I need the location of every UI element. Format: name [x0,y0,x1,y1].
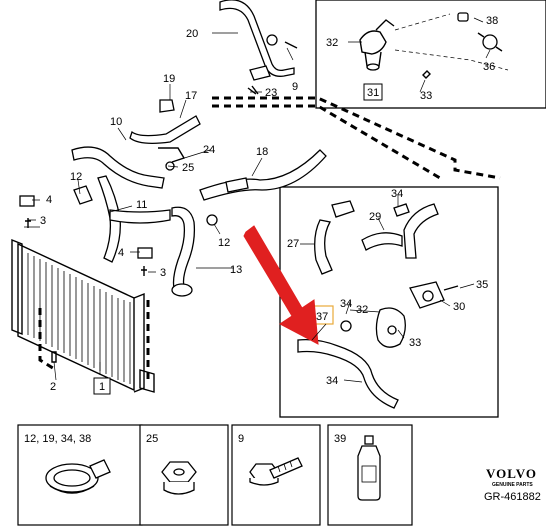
bolt-icon [249,457,303,486]
brand-tagline: GENUINE PARTS [492,482,533,488]
callout-38: 38 [486,15,498,27]
thermostat-housing-30 [409,281,459,309]
hose-11 [73,175,171,263]
callout-23: 23 [265,87,277,99]
callout-34-mid: 34 [340,298,352,310]
callout-20: 20 [186,28,198,40]
callout-1: 1 [99,381,105,393]
callout-35: 35 [476,279,488,291]
bracket-4-mid [137,247,153,276]
callout-3-top: 3 [40,215,46,227]
hose-18 [199,149,327,201]
callout-10: 10 [110,116,122,128]
legend-panel-nut-label: 25 [146,433,158,445]
callout-2: 2 [50,381,56,393]
callout-1-box [93,377,111,395]
hose-34-lower [297,320,399,409]
callout-27: 27 [287,238,299,250]
detail-box-top [315,0,546,109]
hose-27 [314,200,355,275]
callout-3-mid: 3 [160,267,166,279]
callout-31-box [363,83,383,101]
callout-30: 30 [453,301,465,313]
legend-panel-nut: 25 [139,424,229,526]
leader-lines [24,17,491,383]
callout-11: 11 [136,199,147,211]
callout-37: 37 [316,311,328,323]
volvo-logo: VOLVO GENUINE PARTS [486,466,537,488]
legend-panel-clamp: 12, 19, 34, 38 [17,424,143,526]
legend-panel-clamp-label: 12, 19, 34, 38 [24,433,91,445]
callout-4-mid: 4 [118,247,124,259]
red-arrow-indicator [243,225,319,345]
callout-32-top: 32 [326,37,338,49]
callout-9: 9 [292,81,298,93]
hose-13 [171,206,218,297]
legend-panel-bottle-label: 39 [334,433,346,445]
hose-10 [71,146,186,189]
callout-24: 24 [203,144,215,156]
hose-17 [129,99,201,144]
callout-31: 31 [367,87,379,99]
nut-icon [161,461,197,495]
callout-12-right: 12 [218,237,230,249]
callout-29: 29 [369,211,381,223]
callout-25: 25 [182,162,194,174]
callout-17: 17 [185,90,197,102]
callout-labels: 20 9 23 19 17 10 24 25 18 12 11 4 3 4 3 … [40,15,498,395]
legend-panel-bottle: 39 [327,424,413,526]
document-number: GR-461882 [484,491,541,503]
pin-2 [51,351,57,363]
callout-34-box-top: 34 [391,188,403,200]
callout-19: 19 [163,73,175,85]
coolant-bottle-icon [357,435,381,501]
hose-29 [361,203,439,259]
callout-12-left: 12 [70,171,82,183]
callout-13: 13 [230,264,242,276]
legend-panel-bolt: 9 [231,424,321,526]
hose-clamp-icon [45,459,111,494]
callout-33-right: 33 [409,337,421,349]
legend-panel-bolt-label: 9 [238,433,244,445]
housing-32 [375,307,406,348]
bracket-4-top [19,195,35,228]
callout-33-top: 33 [420,90,432,102]
top-hose-assembly [219,0,298,95]
detail-box-right [279,186,499,418]
callout-4-top: 4 [46,194,52,206]
brand-name: VOLVO [486,466,537,481]
callout-32-right: 32 [356,304,368,316]
callout-18: 18 [256,146,268,158]
callout-36: 36 [483,61,495,73]
radiator [11,238,155,393]
dashed-link-line [212,96,501,180]
callout-34-bottom: 34 [326,375,338,387]
